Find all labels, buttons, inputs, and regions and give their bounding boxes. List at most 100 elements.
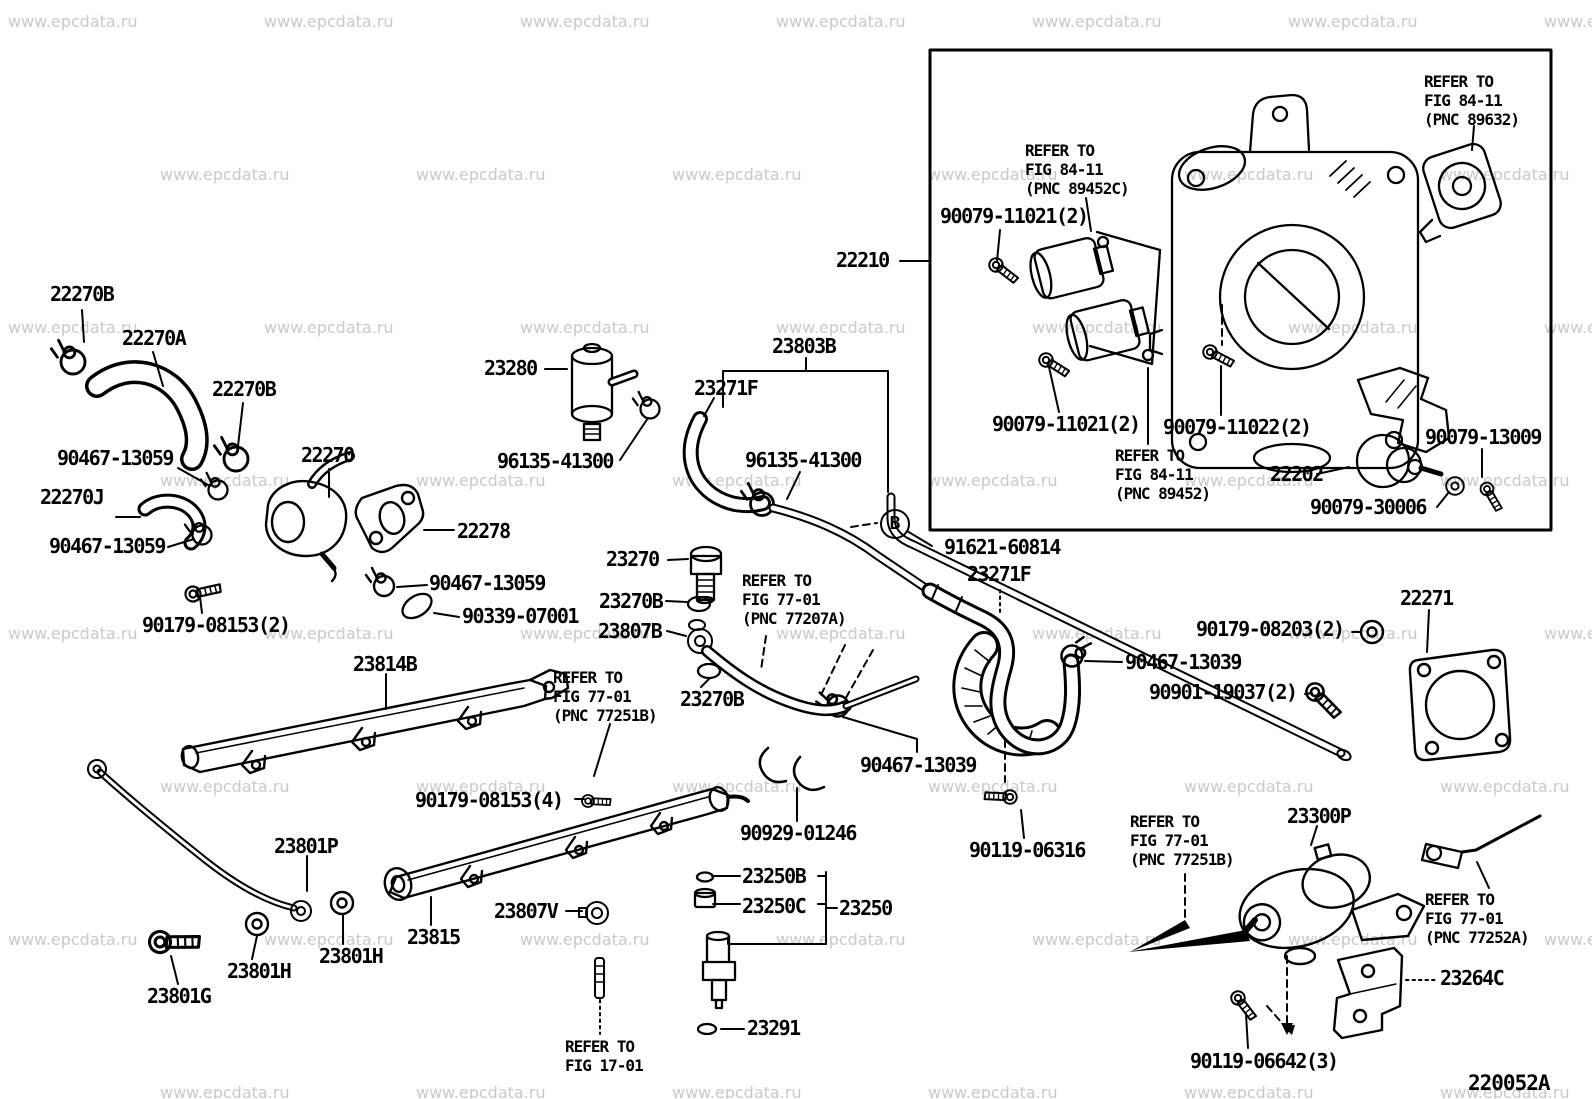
part-label-90079-11022(2): 90079-11022(2) <box>1163 415 1312 439</box>
watermark-text: www.epcdata.ru <box>8 930 138 949</box>
part-label-23291: 23291 <box>747 1016 801 1040</box>
watermark-text: www.epcdata.ru <box>1288 318 1418 337</box>
watermark-text: www.epcdata.ru <box>928 165 1058 184</box>
dashpot-22202-drawing <box>984 255 1510 514</box>
arrowheads <box>1281 1023 1295 1035</box>
throttle-position-sensor-drawing <box>1418 142 1502 244</box>
refer-note: REFER TO FIG 84-11 (PNC 89452) <box>1115 446 1211 503</box>
part-label-23801H: 23801H <box>319 944 384 968</box>
part-label-23271F: 23271F <box>967 562 1032 586</box>
watermark-text: www.epcdata.ru <box>264 12 394 31</box>
refer-note: REFER TO FIG 77-01 (PNC 77207A) <box>742 571 847 628</box>
watermark-text: www.epcdata.ru <box>8 12 138 31</box>
watermark-text: www.epcdata.ru <box>776 318 906 337</box>
part-label-23801G: 23801G <box>147 984 212 1008</box>
fuel-rail-23815-drawing <box>383 786 750 902</box>
watermark-text: www.epcdata.ru <box>776 12 906 31</box>
watermark-text: www.epcdata.ru <box>416 471 546 490</box>
part-label-23815: 23815 <box>407 925 461 949</box>
part-label-22270J: 22270J <box>40 485 105 509</box>
part-label-90079-11021(2): 90079-11021(2) <box>992 412 1141 436</box>
watermark-text: www.epcdata.ru <box>928 777 1058 796</box>
part-label-23801P: 23801P <box>274 834 339 858</box>
watermark-text: www.epcdata.ru <box>1032 930 1162 949</box>
regulator-23300P-drawing <box>1128 843 1426 966</box>
watermark-text: www.epcdata.ru <box>1032 12 1162 31</box>
part-label-23270B: 23270B <box>599 589 664 613</box>
part-label-23250C: 23250C <box>742 894 807 918</box>
solenoid-valves-drawing <box>1029 230 1162 366</box>
watermark-text: www.epcdata.ru <box>1544 318 1592 337</box>
watermark-text: www.epcdata.ru <box>1184 1083 1314 1099</box>
watermark-text: www.epcdata.ru <box>160 1083 290 1099</box>
part-label-23270: 23270 <box>606 547 660 571</box>
fuel-rail-23814B-drawing <box>180 668 570 775</box>
gasket-22271-drawing <box>1408 648 1512 762</box>
refer-note: REFER TO FIG 77-01 (PNC 77252A) <box>1425 890 1530 947</box>
watermark-text: www.epcdata.ru <box>416 1083 546 1099</box>
watermark-text: www.epcdata.ru <box>776 624 906 643</box>
part-label-90179-08153(4): 90179-08153(4) <box>415 788 564 812</box>
part-label-22271: 22271 <box>1400 586 1454 610</box>
air-valve-22270-drawing <box>264 451 355 583</box>
small-hardware-drawing <box>145 572 1385 1023</box>
part-label-23807V: 23807V <box>494 899 559 923</box>
inset-box <box>928 48 1553 532</box>
injector-23250-drawing <box>693 871 737 1036</box>
watermark-text: www.epcdata.ru <box>1544 12 1592 31</box>
watermark-text: www.epcdata.ru <box>8 318 138 337</box>
part-label-22270B: 22270B <box>50 282 115 306</box>
diagram-code: 220052A <box>1468 1071 1551 1095</box>
watermark-text: www.epcdata.ru <box>416 165 546 184</box>
part-label-90119-06642(3): 90119-06642(3) <box>1190 1049 1339 1073</box>
watermark-text: www.epcdata.ru <box>1184 165 1314 184</box>
watermark-text: www.epcdata.ru <box>1440 471 1570 490</box>
watermark-text: www.epcdata.ru <box>1184 777 1314 796</box>
part-label-90079-13009: 90079-13009 <box>1425 425 1542 449</box>
part-label-23814B: 23814B <box>353 652 418 676</box>
sensor-fitting-drawing <box>1420 814 1542 870</box>
watermark-text: www.epcdata.ru <box>520 624 650 643</box>
watermark-text: www.epcdata.ru <box>520 12 650 31</box>
part-label-22278: 22278 <box>457 519 511 543</box>
part-label-90179-08153(2): 90179-08153(2) <box>142 613 291 637</box>
part-label-90339-07001: 90339-07001 <box>462 604 579 628</box>
fuel-pipe-23801P-drawing <box>87 759 312 922</box>
watermark-text: www.epcdata.ru <box>1440 777 1570 796</box>
bracket-23264C-drawing <box>1332 946 1404 1040</box>
watermark-text: www.epcdata.ru <box>1440 165 1570 184</box>
refer-note: REFER TO FIG 77-01 (PNC 77251B) <box>1130 812 1235 869</box>
part-label-90467-13039: 90467-13039 <box>860 753 977 777</box>
watermark-text: www.epcdata.ru <box>520 930 650 949</box>
watermark-text: www.epcdata.ru <box>1032 318 1162 337</box>
part-label-23280: 23280 <box>484 356 538 380</box>
watermark-text: www.epcdata.ru <box>1288 930 1418 949</box>
part-label-23803B: 23803B <box>772 334 837 358</box>
watermark-text: www.epcdata.ru <box>264 624 394 643</box>
watermark-text: www.epcdata.ru <box>928 471 1058 490</box>
part-label-90467-13059: 90467-13059 <box>429 571 546 595</box>
leader-lines <box>81 125 1490 1049</box>
part-label-96135-41300: 96135-41300 <box>745 448 862 472</box>
part-label-23250B: 23250B <box>742 864 807 888</box>
watermark-text: www.epcdata.ru <box>520 318 650 337</box>
watermark-text: www.epcdata.ru <box>8 624 138 643</box>
part-label-22202: 22202 <box>1270 462 1324 486</box>
part-label-90467-13059: 90467-13059 <box>57 446 174 470</box>
watermark-text: www.epcdata.ru <box>416 777 546 796</box>
fuel-inlet-hose-23807B-drawing <box>687 619 920 717</box>
watermark-text: www.epcdata.ru <box>160 777 290 796</box>
watermark-text: www.epcdata.ru <box>264 318 394 337</box>
watermark-text: www.epcdata.ru <box>1288 12 1418 31</box>
refer-note: REFER TO FIG 84-11 (PNC 89632) <box>1424 72 1520 129</box>
vsv-23280-drawing <box>570 342 661 442</box>
watermark-text: www.epcdata.ru <box>672 1083 802 1099</box>
callout-b: B <box>880 509 910 539</box>
part-label-22270: 22270 <box>301 443 355 467</box>
part-label-23271F: 23271F <box>694 376 759 400</box>
watermark-text: www.epcdata.ru <box>1184 471 1314 490</box>
part-label-23250: 23250 <box>839 896 893 920</box>
part-label-90079-11021(2): 90079-11021(2) <box>940 204 1089 228</box>
dotted-lines <box>599 589 1437 1035</box>
